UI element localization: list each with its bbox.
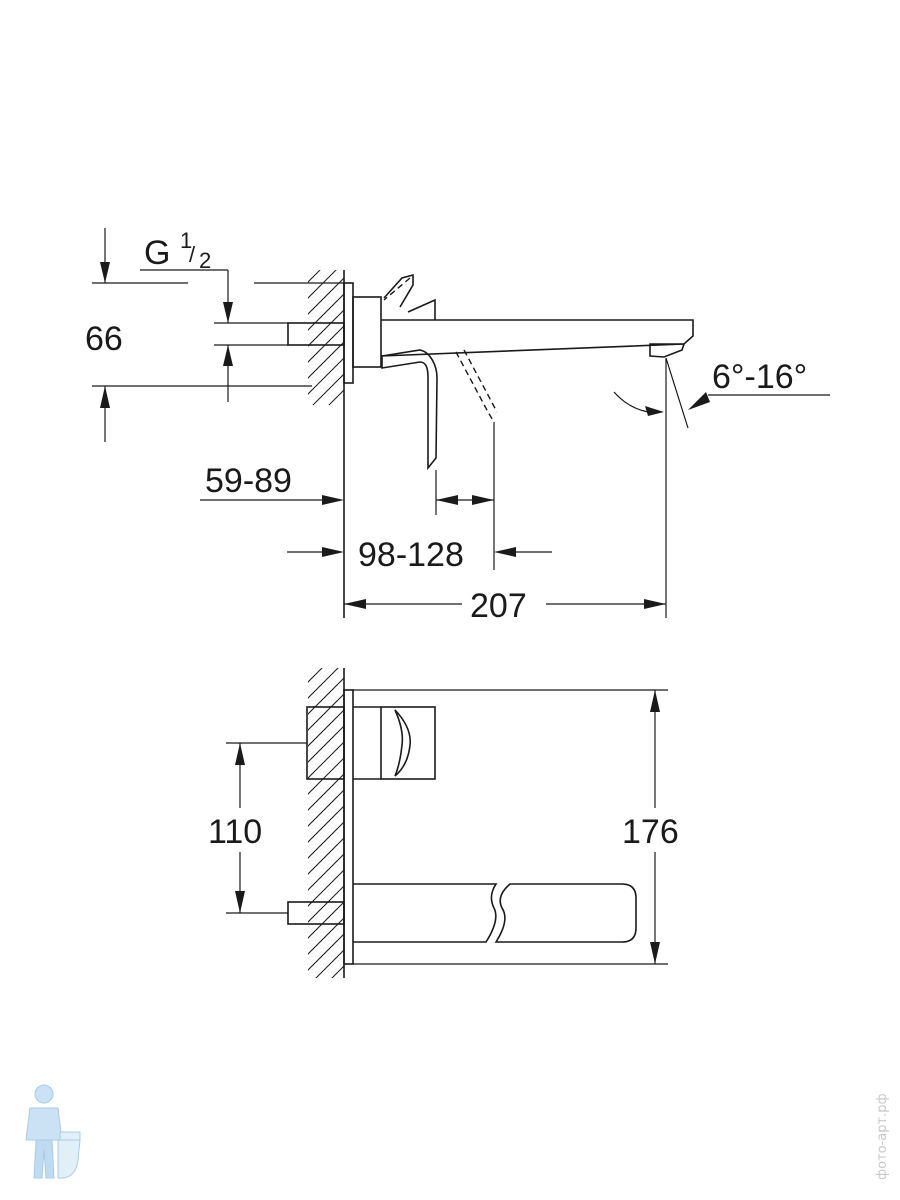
- angle-arc: [613, 391, 649, 413]
- pipe-diameter-markers: [214, 270, 344, 402]
- angle-arrow-left: [645, 406, 664, 416]
- dim5989-label: 59-89: [205, 462, 292, 500]
- dim176-label-bg: [618, 808, 692, 852]
- angle-arrow-right: [688, 392, 710, 410]
- dim207-label: 207: [470, 587, 527, 625]
- dim110-arrow-lower: [235, 891, 245, 913]
- dim66-arrow-upper: [100, 262, 110, 283]
- lever-alt-position-top: [383, 277, 411, 301]
- dimension-207: 207: [344, 358, 667, 625]
- thread-denominator: 2: [199, 248, 211, 273]
- pipe-marker-arrow-upper: [223, 302, 233, 323]
- lever-alt-position: [455, 351, 495, 423]
- wall-hatch-side: [308, 270, 344, 405]
- dimension-59-89: 59-89: [200, 462, 344, 505]
- lever-handle: [381, 349, 438, 471]
- dim176-label: 176: [622, 813, 679, 851]
- lever-cap-edge: [407, 298, 436, 320]
- top-view: 110 176: [205, 668, 692, 978]
- dim110-label: 110: [208, 813, 262, 851]
- dimension-66: 66: [85, 228, 312, 442]
- dim110-label-bg: [205, 808, 277, 852]
- dimension-176: 176: [618, 690, 692, 964]
- thread-letter: G: [144, 234, 170, 272]
- dim5989-arrow: [322, 495, 344, 505]
- wall-hatch-top: [308, 668, 344, 978]
- dim207-arrow-left: [344, 599, 366, 609]
- dim176-arrow-lower: [650, 942, 660, 964]
- mixer-body: [352, 296, 382, 368]
- dim110-arrow-upper: [235, 743, 245, 765]
- side-view: G 1 / 2 66 59-: [85, 228, 830, 625]
- watermark: фото-арт.рф: [875, 1093, 890, 1180]
- angle-line: [665, 357, 689, 429]
- dimension-angle: 6°-16°: [613, 357, 830, 429]
- dim207-arrow-right: [644, 599, 666, 609]
- spout-top-left: [353, 883, 498, 943]
- plumber-logo: [25, 1084, 81, 1179]
- wall-plate-top: [343, 689, 354, 965]
- dim66-arrow-lower: [100, 386, 110, 408]
- dim98-lower-arrow-left: [322, 547, 344, 557]
- handle-curve-outer: [394, 709, 412, 777]
- dimension-110: 110: [205, 742, 307, 914]
- supply-stub: [287, 901, 345, 925]
- lever-cap: [383, 273, 414, 308]
- dim98-arrow-right: [472, 495, 494, 505]
- handle-curve-inner: [394, 709, 404, 777]
- thread-fraction-slash: /: [189, 242, 196, 267]
- thread-label: G 1 / 2: [144, 228, 211, 273]
- spout: [380, 319, 694, 357]
- pipe-marker-arrow-lower: [223, 345, 233, 366]
- dimension-98-128: 98-128: [287, 422, 552, 574]
- thread-numerator: 1: [180, 228, 192, 253]
- dim98-arrow-left: [436, 495, 458, 505]
- connection-block: [306, 706, 345, 780]
- angle-label: 6°-16°: [712, 358, 807, 396]
- lever-alt-position-2: [463, 349, 498, 413]
- handle-top: [380, 706, 436, 780]
- wall-plate: [343, 282, 354, 384]
- spout-top-right: [494, 883, 637, 943]
- dim176-arrow-upper: [650, 690, 660, 712]
- dim66-label: 66: [85, 320, 123, 358]
- dim98-label: 98-128: [358, 536, 464, 574]
- dim98-lower-arrow-right: [494, 547, 516, 557]
- aerator: [649, 343, 686, 358]
